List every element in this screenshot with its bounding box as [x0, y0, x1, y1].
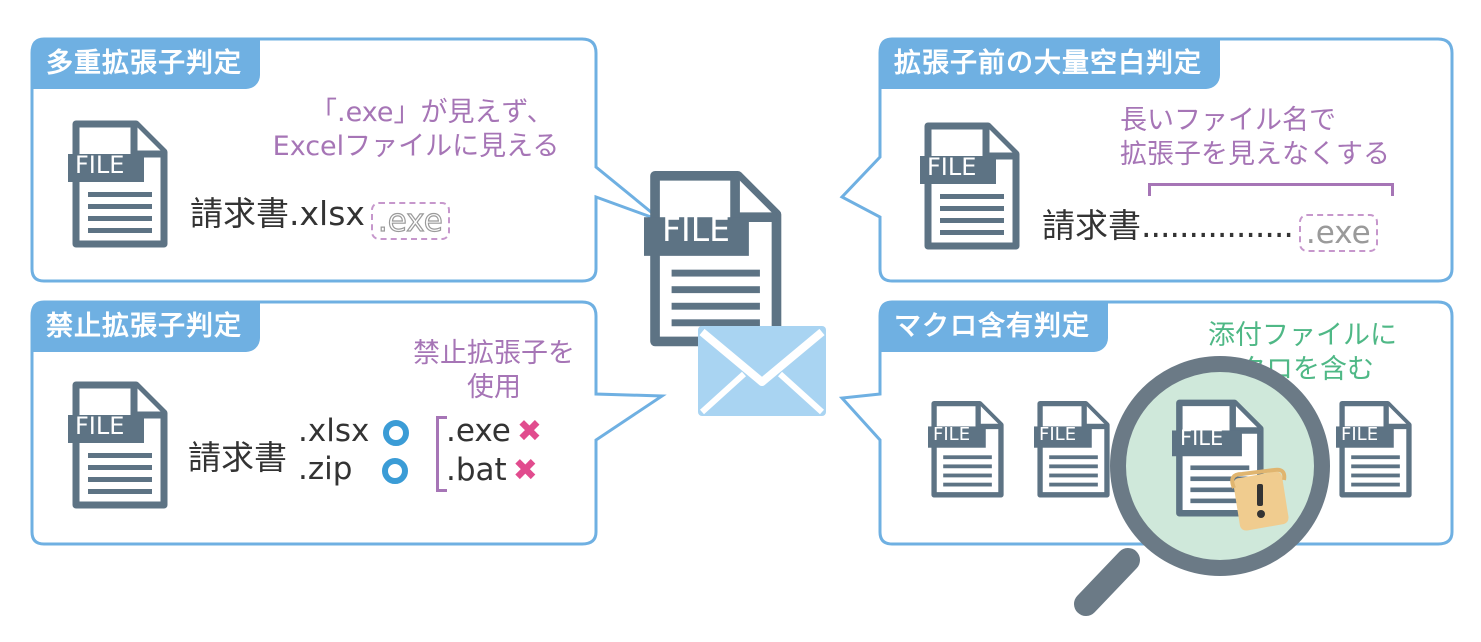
file-icon-label: FILE: [1039, 424, 1077, 445]
file-icon-label: FILE: [1180, 426, 1224, 450]
allowed-extension: .zip: [298, 451, 353, 487]
center-file-label: FILE: [662, 210, 730, 249]
note-line-1: 添付ファイルに: [1208, 320, 1397, 351]
file-icon: [928, 400, 1004, 500]
filename-row: 請求書.xlsx.exe: [190, 187, 450, 240]
file-icon-label: FILE: [75, 151, 125, 179]
note-line-1: 禁止拡張子を: [413, 338, 575, 369]
filename-dots: ................: [1141, 206, 1294, 245]
note-line-1: 「.exe」が見えず、: [310, 97, 554, 128]
filename-row: 請求書.................exe: [1042, 199, 1378, 252]
panel-title: 禁止拡張子判定: [32, 302, 260, 352]
filename: 請求書.xlsx: [190, 194, 365, 233]
allowed-extension: .xlsx: [298, 413, 370, 449]
banned-extension: .exe: [446, 413, 511, 449]
allowed-extension-list: .xlsx .zip: [298, 412, 410, 488]
panel-title: 多重拡張子判定: [32, 39, 260, 89]
note-line-2: 使用: [467, 372, 521, 403]
panel-title: マクロ含有判定: [880, 302, 1108, 352]
file-icon-label: FILE: [1341, 424, 1379, 445]
banned-bracket: [436, 416, 447, 492]
hidden-extension: .exe: [370, 201, 450, 240]
file-icon-label: FILE: [933, 424, 971, 445]
file-icon: [920, 121, 1020, 253]
panel-multi-extension: 多重拡張子判定 FILE 「.exe」が見えず、 Excelファイルに見える 請…: [30, 37, 663, 283]
file-icon: [68, 380, 168, 512]
ng-cross-icon: ✖: [516, 414, 542, 449]
ng-cross-icon: ✖: [512, 453, 538, 488]
file-icon-label: FILE: [927, 153, 977, 181]
note-line-2: Excelファイルに見える: [272, 131, 560, 162]
file-icon: [68, 119, 168, 251]
note-line-1: 長いファイル名で: [1120, 105, 1336, 136]
filename: 請求書: [188, 438, 287, 477]
filename: 請求書: [1042, 206, 1141, 245]
banned-extension-item: .bat✖: [446, 451, 542, 490]
file-icon-label: FILE: [75, 412, 125, 440]
macro-scroll-icon: [1230, 467, 1289, 531]
panel-title: 拡張子前の大量空白判定: [880, 39, 1220, 89]
envelope-icon: [698, 326, 826, 416]
panel-banned-extension: 禁止拡張子判定 FILE 禁止拡張子を 使用 請求書 .xlsx .zip .e…: [30, 300, 667, 546]
ok-circle-icon: [382, 457, 409, 484]
banned-extension: .bat: [446, 452, 507, 488]
allowed-extension-item: .zip: [298, 450, 409, 488]
hidden-extension: .exe: [1298, 213, 1378, 252]
banned-extension-list: .exe✖ .bat✖: [446, 412, 542, 490]
banned-extension-item: .exe✖: [446, 412, 542, 451]
note-line-2: 拡張子を見えなくする: [1120, 139, 1390, 170]
length-bracket: [1148, 183, 1394, 196]
allowed-extension-item: .xlsx: [298, 412, 410, 450]
panel-space-before-extension: 拡張子前の大量空白判定 FILE 長いファイル名で 拡張子を見えなくする 請求書…: [836, 37, 1454, 283]
ok-circle-icon: [383, 419, 410, 446]
center-file-icon: [644, 170, 782, 350]
